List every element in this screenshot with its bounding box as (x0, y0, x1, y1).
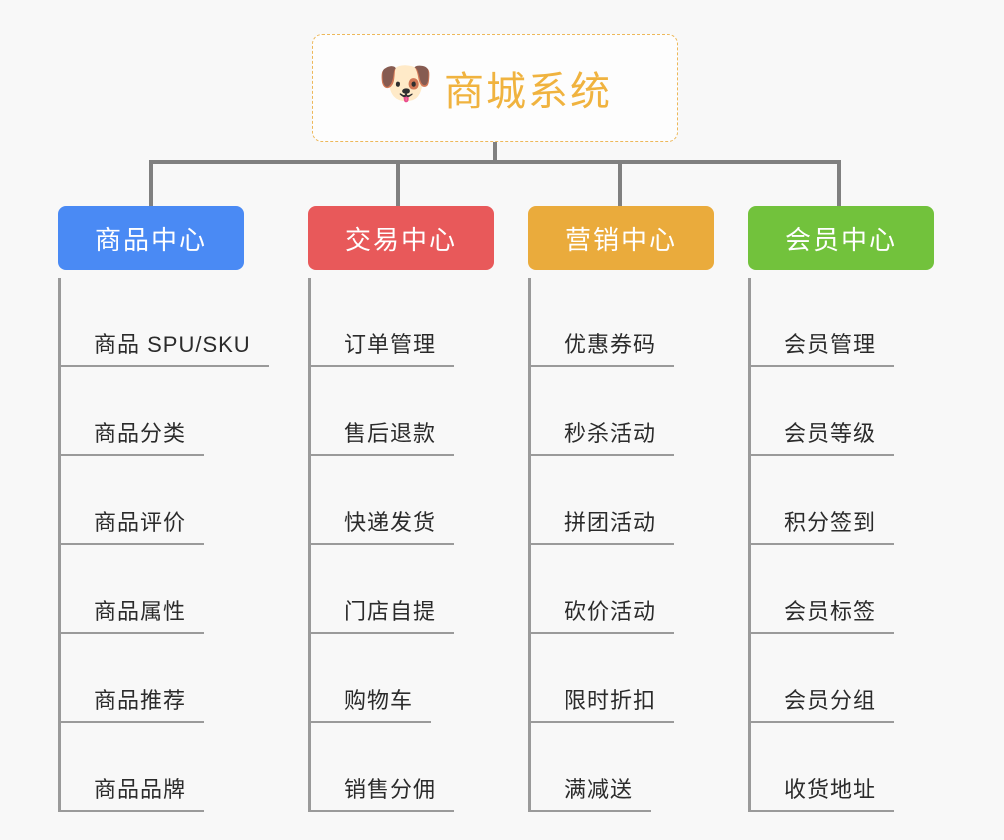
list-item-label: 满减送 (531, 772, 652, 812)
category-header-marketing-center[interactable]: 营销中心 (528, 206, 714, 270)
connector-horizontal-bus (149, 160, 841, 164)
list-item-label: 优惠券码 (531, 327, 675, 367)
root-node[interactable]: 🐶 商城系统 (312, 34, 678, 142)
list-item[interactable]: 会员等级 (751, 367, 948, 456)
item-list-trade-center: 订单管理 售后退款 快递发货 门店自提 购物车 销售分佣 (308, 278, 508, 812)
list-item-label: 拼团活动 (531, 505, 675, 545)
list-item[interactable]: 商品属性 (61, 545, 258, 634)
list-item[interactable]: 购物车 (311, 634, 508, 723)
list-item[interactable]: 收货地址 (751, 723, 948, 812)
list-item-label: 秒杀活动 (531, 416, 675, 456)
list-item-label: 会员等级 (751, 416, 895, 456)
list-item[interactable]: 会员分组 (751, 634, 948, 723)
connector-drop-2 (396, 160, 400, 208)
list-item-label: 收货地址 (751, 772, 895, 812)
list-item-label: 商品评价 (61, 505, 205, 545)
list-item-label: 订单管理 (311, 327, 455, 367)
list-item[interactable]: 秒杀活动 (531, 367, 728, 456)
list-item[interactable]: 商品推荐 (61, 634, 258, 723)
list-item-label: 商品 SPU/SKU (61, 327, 269, 367)
list-item-label: 快递发货 (311, 505, 455, 545)
list-item-label: 门店自提 (311, 594, 455, 634)
category-header-product-center[interactable]: 商品中心 (58, 206, 244, 270)
list-item[interactable]: 商品分类 (61, 367, 258, 456)
branch-trade-center: 交易中心 订单管理 售后退款 快递发货 门店自提 购物车 销售分佣 (308, 206, 508, 812)
list-item-label: 会员管理 (751, 327, 895, 367)
list-item-label: 会员分组 (751, 683, 895, 723)
item-list-product-center: 商品 SPU/SKU 商品分类 商品评价 商品属性 商品推荐 商品品牌 (58, 278, 269, 812)
branch-product-center: 商品中心 商品 SPU/SKU 商品分类 商品评价 商品属性 商品推荐 商品品牌 (58, 206, 269, 812)
list-item[interactable]: 售后退款 (311, 367, 508, 456)
branch-marketing-center: 营销中心 优惠券码 秒杀活动 拼团活动 砍价活动 限时折扣 满减送 (528, 206, 728, 812)
connector-root-stem (493, 142, 497, 164)
list-item[interactable]: 满减送 (531, 723, 728, 812)
category-header-trade-center[interactable]: 交易中心 (308, 206, 494, 270)
category-header-member-center[interactable]: 会员中心 (748, 206, 934, 270)
connector-drop-1 (149, 160, 153, 208)
list-item-label: 商品属性 (61, 594, 205, 634)
list-item[interactable]: 商品评价 (61, 456, 258, 545)
list-item[interactable]: 商品品牌 (61, 723, 258, 812)
list-item[interactable]: 订单管理 (311, 278, 508, 367)
list-item[interactable]: 商品 SPU/SKU (61, 278, 269, 367)
connector-drop-3 (618, 160, 622, 208)
list-item[interactable]: 砍价活动 (531, 545, 728, 634)
list-item-label: 售后退款 (311, 416, 455, 456)
item-list-member-center: 会员管理 会员等级 积分签到 会员标签 会员分组 收货地址 (748, 278, 948, 812)
root-title: 商城系统 (444, 70, 612, 114)
list-item[interactable]: 销售分佣 (311, 723, 508, 812)
list-item[interactable]: 优惠券码 (531, 278, 728, 367)
shiba-dog-face-icon: 🐶 (378, 59, 433, 108)
list-item-label: 会员标签 (751, 594, 895, 634)
connector-drop-4 (837, 160, 841, 208)
list-item-label: 商品分类 (61, 416, 205, 456)
list-item[interactable]: 拼团活动 (531, 456, 728, 545)
item-list-marketing-center: 优惠券码 秒杀活动 拼团活动 砍价活动 限时折扣 满减送 (528, 278, 728, 812)
list-item[interactable]: 限时折扣 (531, 634, 728, 723)
list-item-label: 销售分佣 (311, 772, 455, 812)
list-item-label: 购物车 (311, 683, 432, 723)
list-item[interactable]: 门店自提 (311, 545, 508, 634)
list-item[interactable]: 会员标签 (751, 545, 948, 634)
list-item-label: 商品推荐 (61, 683, 205, 723)
branch-member-center: 会员中心 会员管理 会员等级 积分签到 会员标签 会员分组 收货地址 (748, 206, 948, 812)
list-item-label: 积分签到 (751, 505, 895, 545)
list-item[interactable]: 积分签到 (751, 456, 948, 545)
list-item[interactable]: 会员管理 (751, 278, 948, 367)
list-item[interactable]: 快递发货 (311, 456, 508, 545)
list-item-label: 限时折扣 (531, 683, 675, 723)
list-item-label: 商品品牌 (61, 772, 205, 812)
list-item-label: 砍价活动 (531, 594, 675, 634)
